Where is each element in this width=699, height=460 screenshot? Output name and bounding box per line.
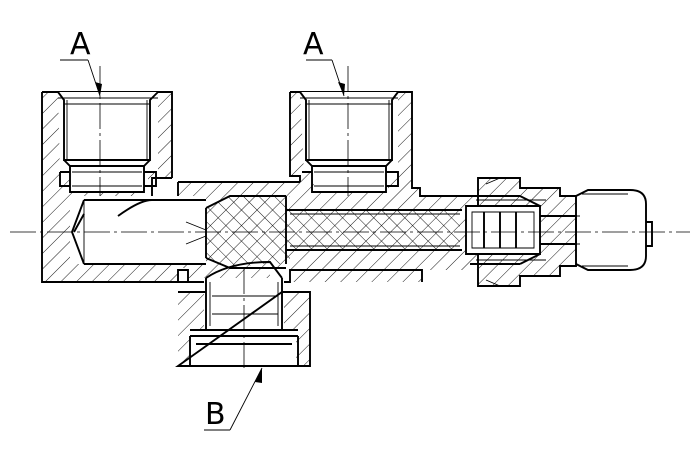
bonnet-fitting <box>465 177 577 287</box>
label-a-left: A <box>60 27 102 97</box>
label-a-right: A <box>303 27 345 97</box>
handle-knob <box>540 189 653 271</box>
port-a-left <box>57 91 159 193</box>
internal-channel <box>70 196 206 265</box>
label-a-right-text: A <box>303 27 324 62</box>
port-a-right <box>299 91 399 193</box>
label-b-text: B <box>205 397 226 432</box>
label-a-left-text: A <box>70 27 91 62</box>
valve-stem <box>185 195 462 269</box>
label-b: B <box>204 367 263 432</box>
